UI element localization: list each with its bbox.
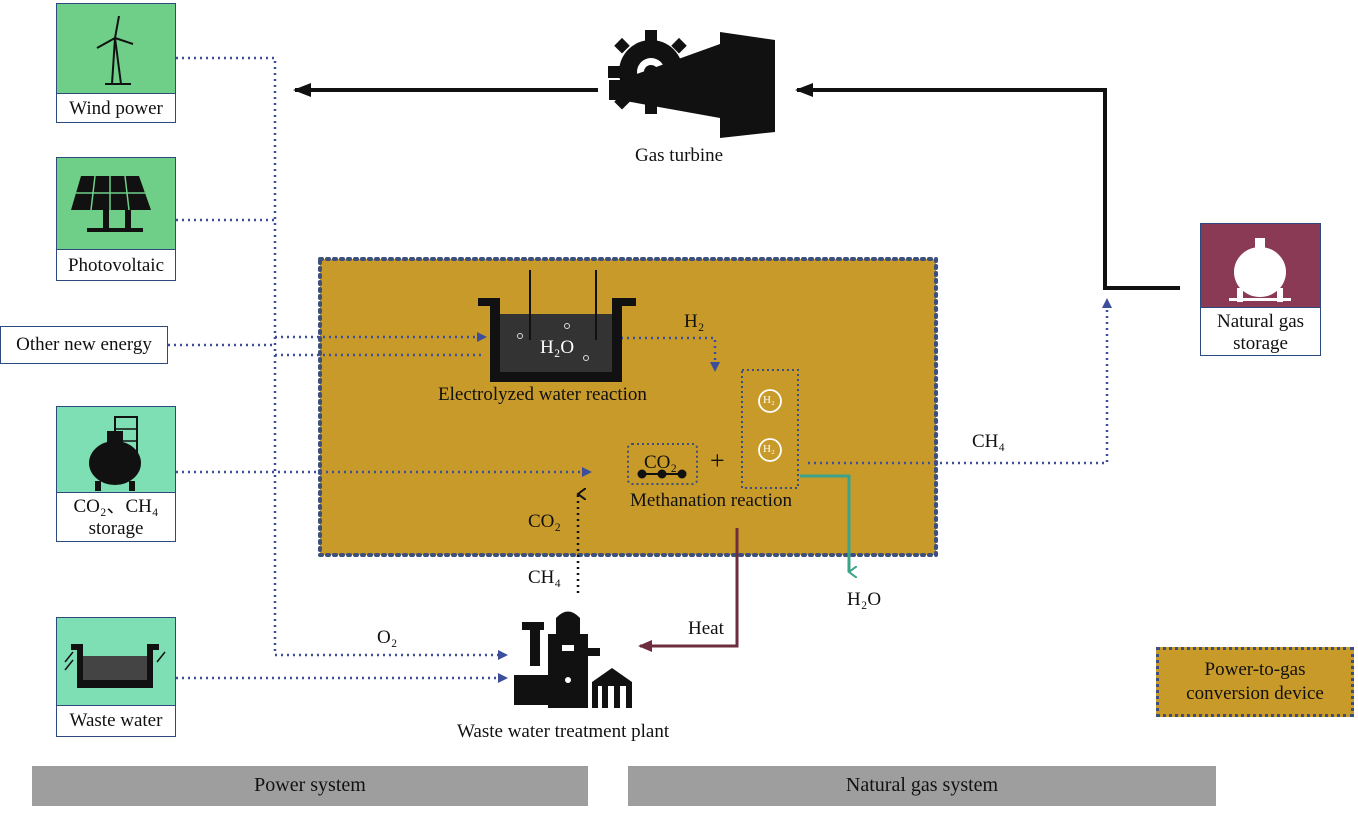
photovoltaic-node: Photovoltaic bbox=[56, 157, 176, 281]
treatment-plant-icon bbox=[514, 611, 632, 708]
solar-panel-icon bbox=[57, 158, 175, 250]
co2-ch4-label-line1: CO₂、CH₄ bbox=[73, 496, 159, 517]
o2-label: O₂ bbox=[377, 627, 398, 648]
gas-tank-icon bbox=[1201, 224, 1320, 308]
power-system-bar: Power system bbox=[32, 766, 588, 806]
co2-ch4-label-line2: storage bbox=[88, 518, 144, 539]
waste-water-node: Waste water bbox=[56, 617, 176, 737]
h2-circle-bottom: H₂ bbox=[763, 443, 775, 455]
other-new-energy-node: Other new energy bbox=[0, 326, 168, 364]
treatment-plant-label: Waste water treatment plant bbox=[457, 721, 670, 742]
legend-line1: Power-to-gas bbox=[1204, 659, 1306, 680]
heat-arrow bbox=[638, 528, 739, 652]
wind-power-label: Wind power bbox=[69, 98, 163, 119]
co2-ch4-storage-node: CO₂、CH₄ storage bbox=[56, 406, 176, 542]
electrolyzer-water-label: H₂O bbox=[540, 337, 575, 358]
heat-label: Heat bbox=[688, 618, 724, 639]
storage-tank-icon bbox=[57, 407, 175, 493]
natural-gas-system-bar: Natural gas system bbox=[628, 766, 1216, 806]
gas-turbine-label: Gas turbine bbox=[635, 145, 724, 166]
natural-gas-storage-line2: storage bbox=[1233, 333, 1288, 354]
gas-turbine-icon bbox=[608, 30, 775, 138]
h2-container bbox=[741, 369, 799, 489]
natural-gas-storage-node: Natural gas storage bbox=[1200, 223, 1321, 356]
wind-turbine-icon bbox=[57, 4, 175, 94]
co2-molecule bbox=[627, 443, 698, 485]
h2-circle-top: H₂ bbox=[763, 394, 775, 406]
h2-flow-label: H₂ bbox=[684, 311, 705, 332]
p2g-region bbox=[318, 257, 938, 557]
ch4-in-label: CH₄ bbox=[528, 567, 562, 588]
natural-gas-storage-line1: Natural gas bbox=[1216, 311, 1305, 332]
legend-line2: conversion device bbox=[1186, 682, 1324, 704]
other-new-energy-label: Other new energy bbox=[16, 334, 152, 355]
h2o-out-label: H₂O bbox=[847, 589, 882, 610]
turbine-flows bbox=[293, 83, 1180, 290]
electrolyzer-icon bbox=[478, 270, 636, 382]
water-tank-icon bbox=[57, 618, 175, 706]
co2-in-label: CO₂ bbox=[528, 511, 562, 532]
plus-sign: + bbox=[710, 446, 725, 475]
power-links bbox=[168, 56, 1112, 683]
methanation-label: Methanation reaction bbox=[630, 490, 792, 511]
co2-molecule-label: CO₂ bbox=[644, 452, 678, 473]
wind-power-node: Wind power bbox=[56, 3, 176, 123]
photovoltaic-label: Photovoltaic bbox=[67, 255, 165, 276]
ch4-out-label: CH₄ bbox=[972, 431, 1006, 452]
waste-water-label: Waste water bbox=[69, 710, 163, 731]
electrolysis-label: Electrolyzed water reaction bbox=[438, 384, 647, 405]
water-out-arrow bbox=[800, 474, 849, 572]
p2g-legend: Power-to-gas conversion device bbox=[1156, 647, 1354, 717]
